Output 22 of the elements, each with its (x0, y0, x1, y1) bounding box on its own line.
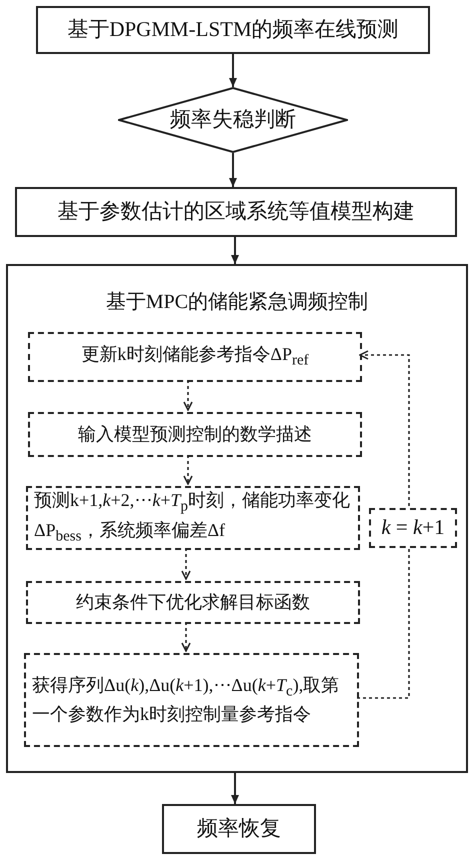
process-box: 频率恢复 (162, 804, 316, 854)
step-box: k = k+1 (369, 508, 457, 548)
arrow (231, 773, 239, 804)
process-box: 基于参数估计的区域系统等值模型构建 (15, 187, 457, 237)
arrow (181, 548, 191, 580)
arrow (181, 622, 191, 652)
connector-line (357, 546, 410, 699)
step-box: 更新k时刻储能参考指令ΔP$_{ref}$ (28, 332, 362, 382)
group-title: 基于MPC的储能紧急调频控制 (104, 290, 370, 315)
step-box: 获得序列Δu(k),Δu(k+1),⋯Δu(k+T$_{c}$),取第一个参数作为k时刻控制量参考指令 (24, 653, 359, 747)
step-box: 预测k+1,k+2,⋯k+T$_{p}$时刻，储能功率变化ΔP$_{bess}$，系统频率偏差Δf (26, 486, 360, 550)
process-box: 基于DPGMM-LSTM的频率在线预测 (36, 6, 430, 54)
arrow (183, 455, 193, 485)
step-box: 输入模型预测控制的数学描述 (28, 412, 362, 457)
arrow (229, 153, 237, 187)
arrow (229, 54, 237, 87)
arrow (231, 237, 239, 264)
arrow (359, 350, 410, 506)
step-box: 约束条件下优化求解目标函数 (26, 581, 360, 624)
decision-diamond: 频率失稳判断 (118, 87, 348, 153)
arrow (183, 380, 193, 411)
group-box (6, 264, 468, 773)
